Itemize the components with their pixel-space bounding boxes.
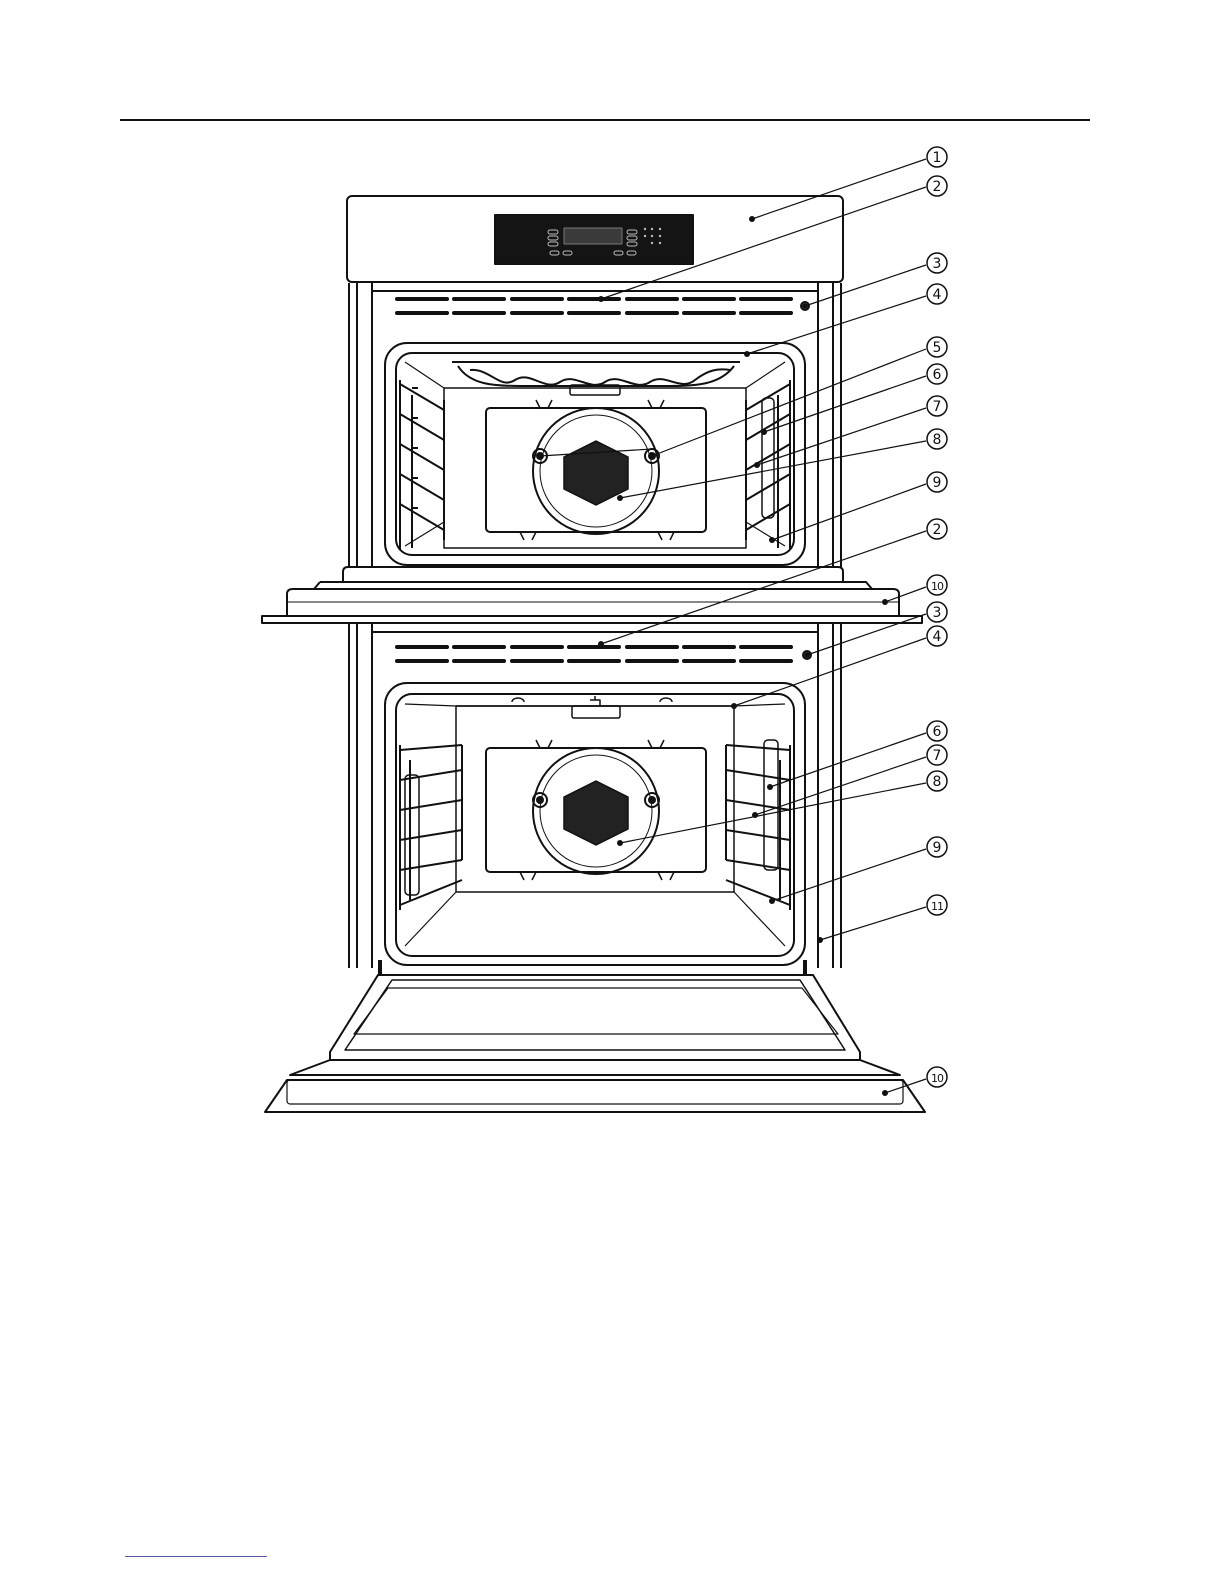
- lower-rack-supports-left: [400, 745, 462, 910]
- callout-c5: 5: [927, 337, 947, 357]
- callout-c9a: 9: [927, 472, 947, 492]
- upper-rack-supports-left: [400, 380, 444, 550]
- callout-c9b: 9: [927, 837, 947, 857]
- callout-c2a: 2: [927, 176, 947, 196]
- footer-link-rule: [125, 1556, 267, 1557]
- callout-number: 1: [933, 150, 942, 166]
- callout-c8a: 8: [927, 429, 947, 449]
- callout-number: 6: [933, 724, 942, 740]
- callout-number: 3: [933, 256, 942, 272]
- callout-number: 2: [933, 522, 942, 538]
- upper-rack-supports-right: [746, 380, 790, 550]
- upper-broil-element: [452, 362, 740, 386]
- callout-c7b: 7: [927, 745, 947, 765]
- callout-c10b: 10: [927, 1067, 947, 1087]
- lower-oven-cavity: [385, 683, 805, 965]
- callout-number: 2: [933, 179, 942, 195]
- callout-number: 10: [931, 1072, 944, 1085]
- callout-number: 7: [933, 399, 942, 415]
- callout-number: 3: [933, 605, 942, 621]
- callout-c8b: 8: [927, 771, 947, 791]
- lower-rack-supports-right: [726, 740, 790, 910]
- callout-c2b: 2: [927, 519, 947, 539]
- callout-number: 9: [933, 475, 942, 491]
- callout-c10a: 10: [927, 575, 947, 595]
- callout-c1: 1: [927, 147, 947, 167]
- callout-c6a: 6: [927, 364, 947, 384]
- callout-number: 9: [933, 840, 942, 856]
- callout-c4b: 4: [927, 626, 947, 646]
- upper-oven-door: [262, 567, 922, 623]
- callout-c4a: 4: [927, 284, 947, 304]
- upper-oven-cavity: [385, 343, 805, 565]
- lower-oven-door: [265, 960, 925, 1112]
- callout-c7a: 7: [927, 396, 947, 416]
- callout-number: 11: [931, 900, 943, 913]
- lower-fan-grille: [564, 781, 628, 845]
- callout-number: 10: [931, 580, 944, 593]
- callout-c3b: 3: [927, 602, 947, 622]
- callout-number: 8: [933, 432, 942, 448]
- callout-c3a: 3: [927, 253, 947, 273]
- callout-number: 4: [933, 287, 942, 303]
- callout-c11: 11: [927, 895, 947, 915]
- callout-markers: 1 2 3 4 5 6 7 8 9 2 10 3 4 6 7 8 9 11 10: [927, 147, 947, 1087]
- callout-number: 5: [933, 340, 942, 356]
- lower-vents: [397, 647, 791, 661]
- callout-number: 4: [933, 629, 942, 645]
- callout-number: 7: [933, 748, 942, 764]
- upper-vents: [397, 299, 791, 313]
- callout-number: 8: [933, 774, 942, 790]
- control-panel: [347, 196, 843, 282]
- callout-c6b: 6: [927, 721, 947, 741]
- callout-number: 6: [933, 367, 942, 383]
